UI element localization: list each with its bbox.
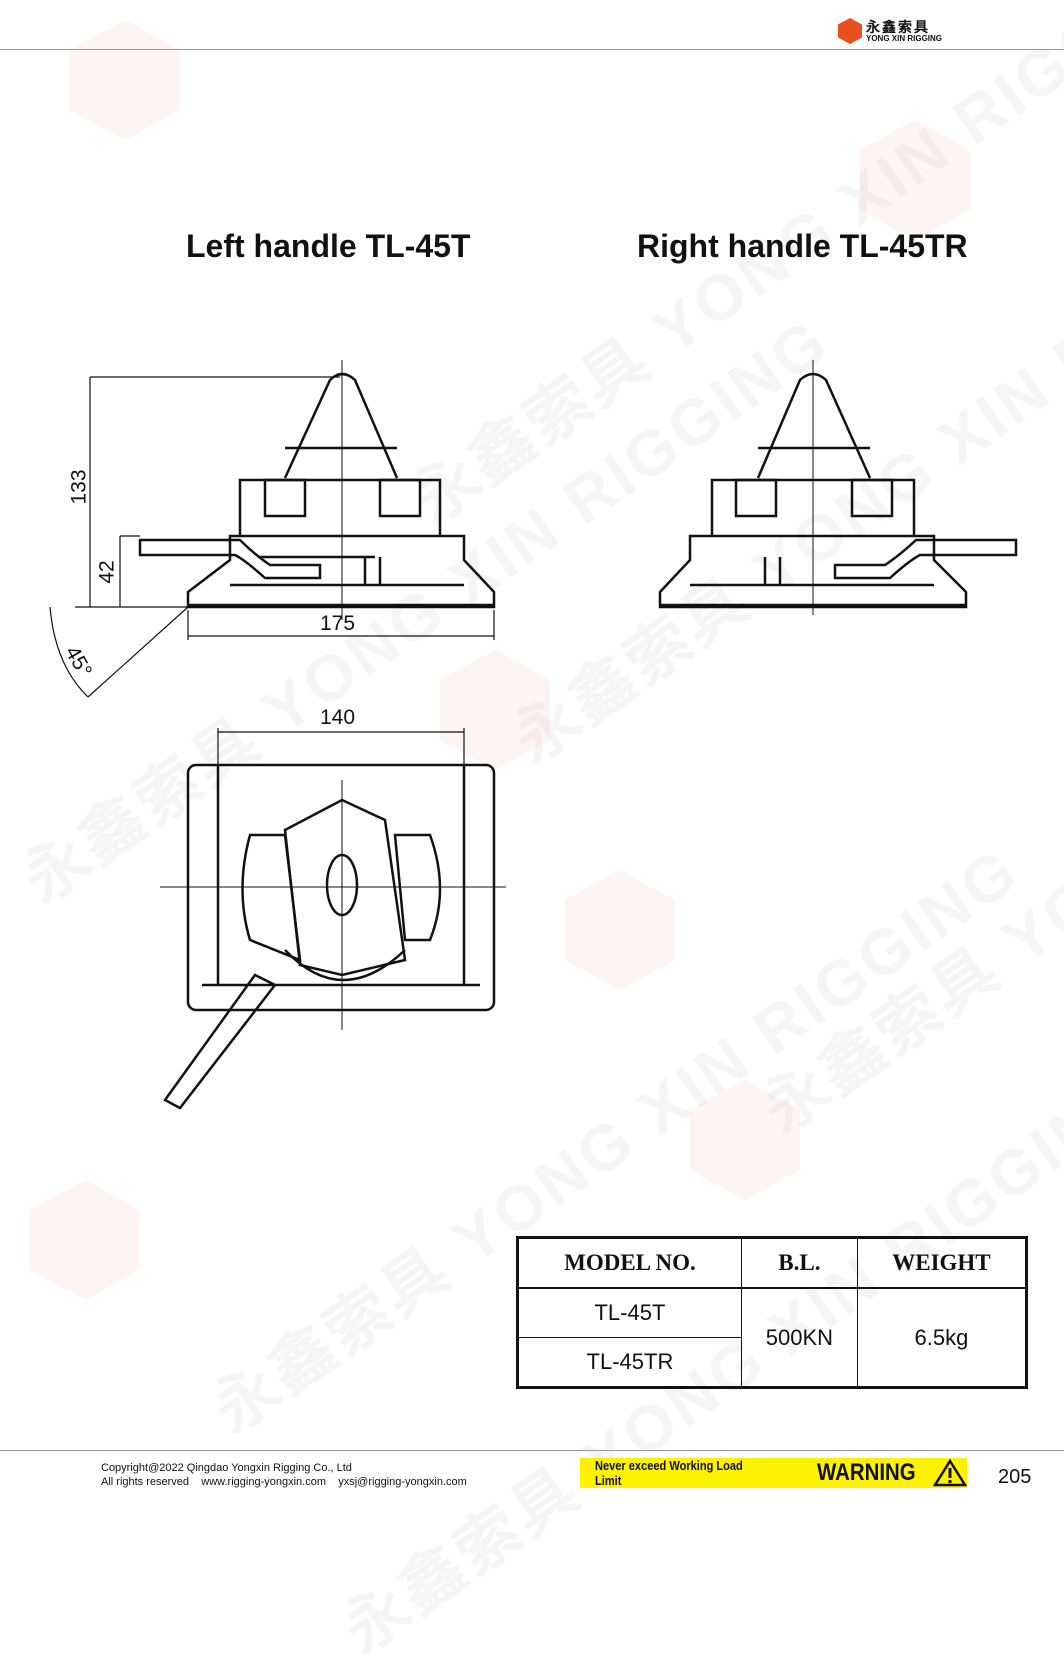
dimension-top-width: 140 [320,706,356,729]
brand-name-en: YONG XIN RIGGING [866,33,943,43]
left-elevation-drawing [138,372,496,609]
brand-logo: 永鑫索具 YONG XIN RIGGING [838,18,942,44]
page-number: 205 [998,1466,1032,1488]
bl-cell: 500KN [740,1287,858,1388]
rights-text: All rights reserved [101,1476,190,1488]
website-link[interactable]: www.rigging-yongxin.com [201,1476,326,1488]
left-handle-title: Left handle TL-45T [186,228,471,264]
weight-cell: 6.5kg [856,1287,1028,1388]
dimension-width: 175 [320,612,356,635]
table-row: TL-45TR [517,1337,1027,1388]
right-handle-title: Right handle TL-45TR [637,228,968,264]
footer-copyright: Copyright@2022 Qingdao Yongxin Rigging C… [101,1461,467,1489]
spec-table: MODEL NO. B.L. WEIGHT TL-45T 500KN 6.5kg… [516,1236,1028,1389]
warning-notice: Never exceed Working Load Limit [595,1458,743,1488]
email-link[interactable]: yxsj@rigging-yongxin.com [338,1476,467,1488]
copyright-text: Copyright@2022 Qingdao Yongxin Rigging C… [101,1462,352,1474]
warning-label: WARNING [817,1459,916,1486]
dimension-handle-height: 42 [95,560,119,584]
header-bl: B.L. [740,1237,858,1289]
table-header-row: MODEL NO. B.L. WEIGHT [517,1237,1028,1289]
right-elevation-drawing [658,372,1018,609]
header-divider [0,49,1064,50]
top-view-drawing [163,763,496,1110]
technical-drawings [49,360,1018,1110]
model-cell: TL-45T [517,1287,742,1338]
footer-divider [0,1450,1064,1451]
warning-triangle-icon [933,1459,967,1487]
model-cell: TL-45TR [517,1337,742,1388]
table-row: TL-45T 500KN 6.5kg [517,1287,1028,1388]
header-model: MODEL NO. [517,1237,742,1289]
brand-name-cn: 永鑫索具 [866,18,930,35]
dimension-height: 133 [67,469,91,505]
warning-banner: Never exceed Working Load Limit WARNING [580,1458,967,1488]
header-weight: WEIGHT [856,1237,1028,1289]
